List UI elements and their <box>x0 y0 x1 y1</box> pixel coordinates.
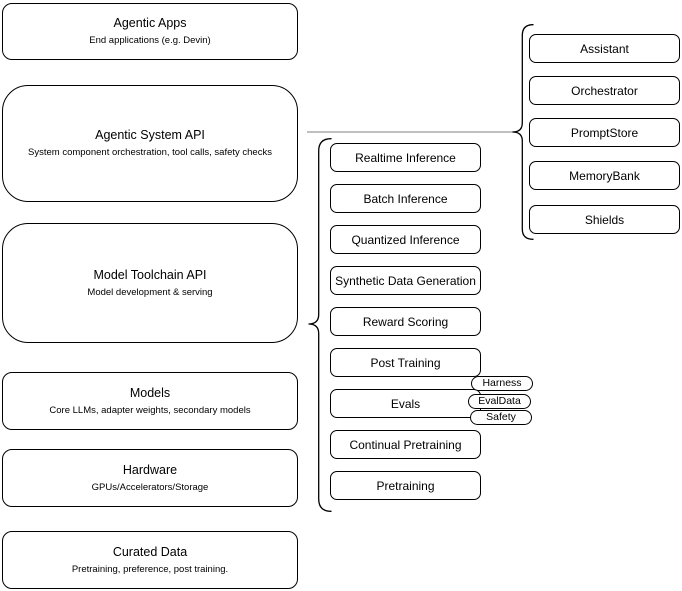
node-subtitle: End applications (e.g. Devin) <box>89 35 211 47</box>
node-title: Curated Data <box>112 544 188 559</box>
node-label: Reward Scoring <box>362 314 449 329</box>
node-orchestrator: Orchestrator <box>529 76 680 105</box>
node-batch-inference: Batch Inference <box>330 184 481 213</box>
node-promptstore: PromptStore <box>529 118 680 147</box>
node-synthetic-data-generation: Synthetic Data Generation <box>330 266 481 295</box>
node-title: Agentic System API <box>95 128 205 143</box>
node-subtitle: System component orchestration, tool cal… <box>28 147 272 159</box>
node-label: Synthetic Data Generation <box>335 273 476 288</box>
node-label: Evals <box>390 396 421 411</box>
node-label: PromptStore <box>570 125 639 140</box>
node-model-toolchain-api: Model Toolchain API Model development & … <box>2 223 298 343</box>
node-label: Orchestrator <box>571 83 638 98</box>
node-evals: Evals <box>330 389 481 418</box>
tag-evaldata: EvalData <box>468 394 531 409</box>
node-subtitle: Core LLMs, adapter weights, secondary mo… <box>49 404 251 416</box>
node-label: Batch Inference <box>363 191 448 206</box>
node-quantized-inference: Quantized Inference <box>330 225 481 254</box>
tag-label: EvalData <box>478 395 521 408</box>
node-title: Model Toolchain API <box>93 267 207 282</box>
node-shields: Shields <box>529 205 680 234</box>
node-continual-pretraining: Continual Pretraining <box>330 430 481 459</box>
node-subtitle: GPUs/Accelerators/Storage <box>91 481 209 493</box>
node-title: Agentic Apps <box>113 16 187 31</box>
node-models: Models Core LLMs, adapter weights, secon… <box>2 372 298 430</box>
node-label: Shields <box>584 212 625 227</box>
node-title: Models <box>129 385 171 400</box>
node-hardware: Hardware GPUs/Accelerators/Storage <box>2 449 298 507</box>
tag-label: Safety <box>486 411 516 424</box>
node-title: Hardware <box>122 462 178 477</box>
node-label: Assistant <box>580 41 629 56</box>
node-assistant: Assistant <box>529 34 680 63</box>
node-pretraining: Pretraining <box>330 471 481 500</box>
toolchain-brace <box>308 138 332 512</box>
node-label: Pretraining <box>376 478 435 493</box>
node-label: Post Training <box>370 355 441 370</box>
tag-safety: Safety <box>470 410 532 425</box>
node-curated-data: Curated Data Pretraining, preference, po… <box>2 531 298 589</box>
node-reward-scoring: Reward Scoring <box>330 307 481 336</box>
node-memorybank: MemoryBank <box>529 161 680 190</box>
node-agentic-system-api: Agentic System API System component orch… <box>2 85 298 202</box>
node-label: Quantized Inference <box>351 232 460 247</box>
node-label: Continual Pretraining <box>349 437 462 452</box>
tag-label: Harness <box>482 377 522 390</box>
node-agentic-apps: Agentic Apps End applications (e.g. Devi… <box>2 3 298 60</box>
node-post-training: Post Training <box>330 348 481 377</box>
tag-harness: Harness <box>471 376 533 391</box>
node-subtitle: Model development & serving <box>87 286 213 298</box>
node-realtime-inference: Realtime Inference <box>330 143 481 172</box>
node-label: Realtime Inference <box>355 150 456 165</box>
node-subtitle: Pretraining, preference, post training. <box>71 563 229 575</box>
node-label: MemoryBank <box>569 168 640 183</box>
